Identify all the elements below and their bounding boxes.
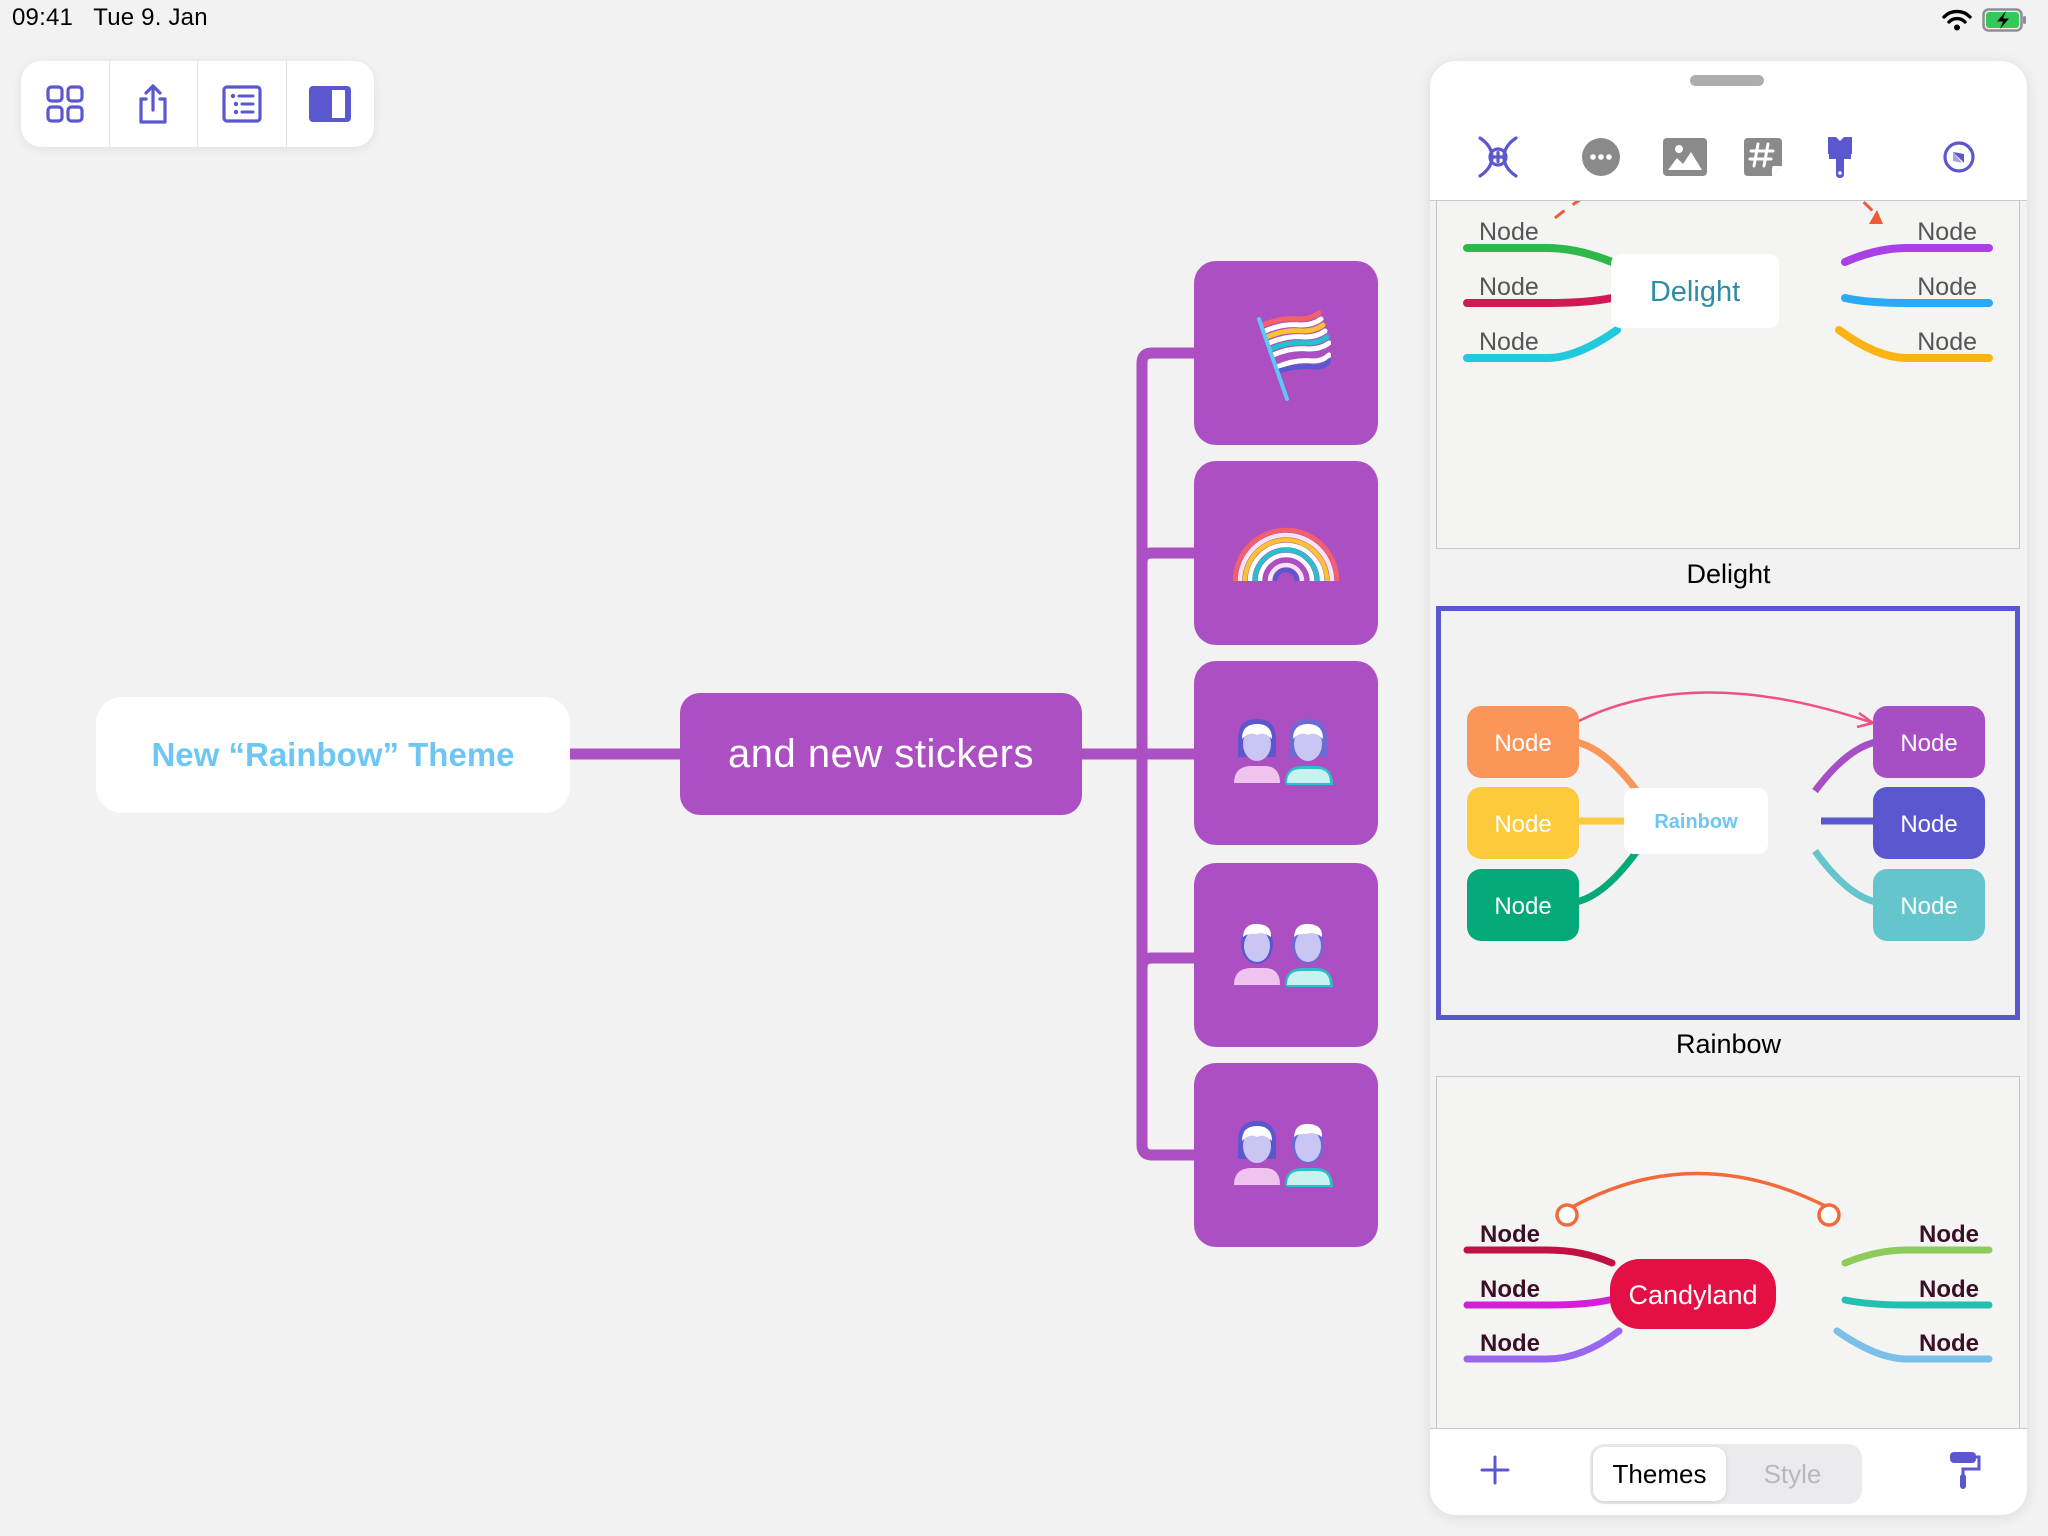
candyland-center-text: Candyland xyxy=(1628,1280,1757,1310)
sticker-node[interactable] xyxy=(1194,1063,1378,1247)
rainbow-flag-sticker-icon xyxy=(1257,310,1331,401)
subtopic-node[interactable]: and new stickers xyxy=(680,693,1082,815)
svg-text:Node: Node xyxy=(1900,730,1957,757)
documents-button[interactable] xyxy=(21,61,110,147)
themes-segment[interactable]: Themes xyxy=(1593,1447,1726,1501)
sticker-node[interactable] xyxy=(1194,863,1378,1047)
outline-icon xyxy=(222,85,262,123)
svg-text:Node: Node xyxy=(1480,1330,1540,1357)
svg-text:Node: Node xyxy=(1479,273,1539,301)
share-icon xyxy=(139,84,167,124)
navigate-icon xyxy=(1943,141,1975,173)
style-brush-tab[interactable] xyxy=(1810,127,1870,187)
theme-thumbnail-candyland[interactable]: Candyland Node Node Node Node Node Node xyxy=(1436,1076,2020,1428)
mindmap-canvas[interactable]: New “Rainbow” Theme and new stickers xyxy=(0,0,1420,1536)
svg-text:Node: Node xyxy=(1479,218,1539,246)
svg-text:Node: Node xyxy=(1917,218,1977,246)
outline-button[interactable] xyxy=(198,61,287,147)
more-tab[interactable] xyxy=(1571,127,1631,187)
two-men-sticker-icon xyxy=(1234,923,1333,987)
svg-text:Node: Node xyxy=(1919,1330,1979,1357)
svg-text:Node: Node xyxy=(1917,328,1977,356)
image-icon xyxy=(1663,138,1707,176)
add-theme-button[interactable] xyxy=(1470,1445,1520,1495)
rainbow-center-text: Rainbow xyxy=(1654,811,1738,833)
sticker-node[interactable] xyxy=(1194,661,1378,845)
svg-text:Node: Node xyxy=(1919,1276,1979,1303)
inspector-bottom-bar: Themes Style xyxy=(1430,1428,2027,1515)
navigate-tab[interactable] xyxy=(1929,127,1989,187)
delight-center-text: Delight xyxy=(1650,276,1740,308)
two-women-sticker-icon xyxy=(1234,719,1333,785)
tag-tab[interactable] xyxy=(1733,127,1793,187)
svg-text:Node: Node xyxy=(1480,1221,1540,1248)
format-painter-button[interactable] xyxy=(1940,1445,1990,1495)
status-time: 09:41 xyxy=(12,4,74,31)
wifi-icon xyxy=(1942,9,1972,31)
tag-icon xyxy=(1744,138,1782,176)
status-icons xyxy=(1942,8,2028,32)
svg-text:Node: Node xyxy=(1900,811,1957,838)
svg-text:Node: Node xyxy=(1494,811,1551,838)
paintbrush-icon xyxy=(1828,137,1852,178)
svg-text:Node: Node xyxy=(1480,1276,1540,1303)
delight-preview: Delight Node Node Node Node Node Node xyxy=(1463,201,1993,362)
panel-grabber[interactable] xyxy=(1690,75,1764,86)
themes-style-segmented-control: Themes Style xyxy=(1590,1444,1862,1504)
theme-thumbnail-rainbow[interactable]: Rainbow Node Node Node Node Node Node xyxy=(1436,606,2020,1020)
grid-icon xyxy=(46,85,84,123)
more-icon xyxy=(1582,138,1620,176)
add-node-icon xyxy=(1478,136,1518,178)
sidebar-icon xyxy=(309,86,352,122)
rainbow-left-nodes xyxy=(1467,706,1985,941)
themes-list[interactable]: Delight Node Node Node Node Node Node De… xyxy=(1430,200,2027,1428)
svg-text:Node: Node xyxy=(1494,893,1551,920)
woman-and-man-sticker-icon xyxy=(1234,1121,1333,1187)
style-segment[interactable]: Style xyxy=(1763,1458,1822,1489)
share-button[interactable] xyxy=(110,61,198,147)
plus-icon xyxy=(1480,1455,1510,1485)
root-topic-text: New “Rainbow” Theme xyxy=(151,736,515,773)
paint-roller-icon xyxy=(1950,1452,1981,1489)
battery-charging-icon xyxy=(1982,8,2026,32)
svg-text:Node: Node xyxy=(1919,1221,1979,1248)
status-date: Tue 9. Jan xyxy=(93,4,208,31)
candyland-preview: Candyland Node Node Node Node Node Node xyxy=(1463,1171,1993,1363)
svg-text:Node: Node xyxy=(1900,893,1957,920)
sticker-node[interactable] xyxy=(1194,261,1378,445)
theme-label-delight: Delight xyxy=(1686,559,1771,589)
status-bar-clock: 09:41 Tue 9. Jan xyxy=(12,4,208,32)
sticker-node[interactable] xyxy=(1194,461,1378,645)
add-node-tab[interactable] xyxy=(1468,127,1528,187)
inspector-panel: Delight Node Node Node Node Node Node De… xyxy=(1430,61,2027,1515)
image-tab[interactable] xyxy=(1655,127,1715,187)
svg-text:Node: Node xyxy=(1917,273,1977,301)
theme-thumbnail-delight[interactable]: Delight Node Node Node Node Node Node xyxy=(1436,201,2020,549)
inspector-tabs xyxy=(1430,127,2027,187)
rainbow-sticker-icon xyxy=(1232,527,1340,582)
rainbow-preview: Rainbow Node Node Node Node Node Node xyxy=(1467,691,1985,941)
inspector-toggle-button[interactable] xyxy=(287,61,375,147)
svg-text:Node: Node xyxy=(1479,328,1539,356)
root-topic-node[interactable]: New “Rainbow” Theme xyxy=(96,697,570,813)
theme-label-rainbow: Rainbow xyxy=(1675,1029,1782,1059)
branch-connectors xyxy=(570,347,1194,1161)
subtopic-text: and new stickers xyxy=(728,731,1034,776)
svg-text:Node: Node xyxy=(1494,730,1551,757)
document-toolbar xyxy=(21,61,374,147)
